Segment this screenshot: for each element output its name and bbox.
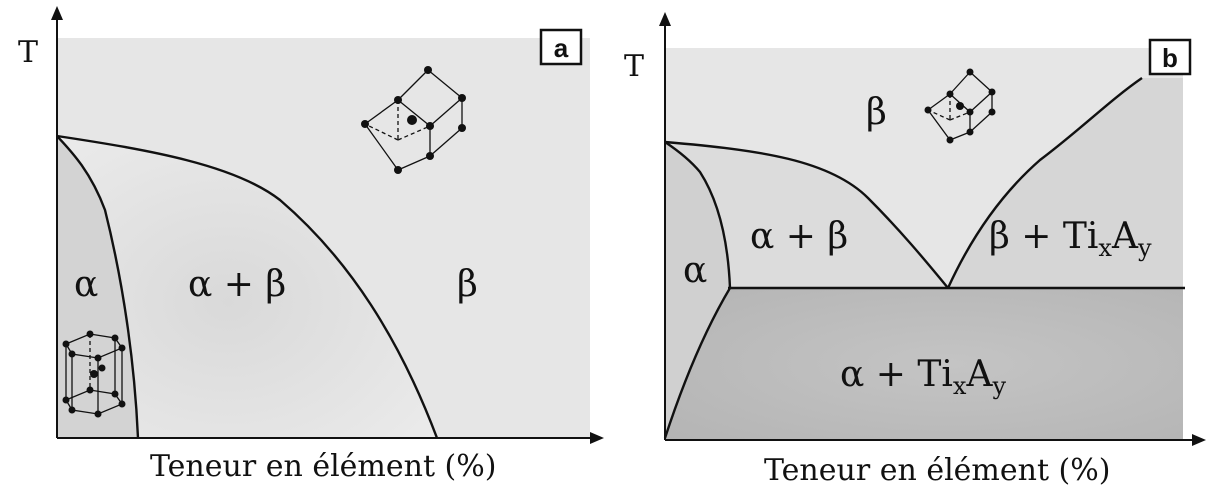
panel-b-alpha-tixay-curve — [663, 287, 732, 439]
panel-b-beta-tixay-sub1: x — [1098, 234, 1112, 262]
panel-b-region-alpha — [665, 142, 730, 438]
panel-b-beta-tixay-mid: A — [1111, 216, 1139, 257]
panel-b-beta-tixay-base: β + Ti — [989, 216, 1098, 257]
panel-b-beta-solvus-curve — [946, 77, 1143, 289]
panel-a-tag-box — [539, 28, 583, 66]
panel-b-alpha-solvus-curve — [664, 141, 732, 289]
panel-b-region-beta-tixay — [948, 78, 1183, 288]
panel-b-tag: b — [1162, 43, 1178, 73]
panel-a-x-arrow-icon — [590, 432, 604, 444]
panel-a-beta-transus-curve — [56, 134, 439, 439]
panel-a-tag: a — [554, 33, 569, 63]
panel-a-phase-beta: β — [457, 264, 478, 305]
panel-a-x-axis-label: Teneur en élément (%) — [150, 449, 496, 484]
panel-b-x-axis-label: Teneur en élément (%) — [764, 453, 1110, 486]
panel-a-y-arrow-icon — [51, 6, 63, 20]
panel-b-alpha-tixay-base: α + Ti — [840, 354, 953, 395]
panel-b-phase-alpha-beta: α + β — [750, 216, 848, 257]
panel-a-y-axis-label: T — [18, 35, 38, 70]
panel-b-y-arrow-icon — [659, 12, 671, 26]
panel-b: T Teneur en élément (%) β α + β α β + Ti… — [624, 12, 1206, 486]
panel-b-phase-alpha: α — [683, 250, 707, 291]
panel-b-tag-box — [1148, 38, 1192, 76]
bcc-crystal-icon — [361, 66, 466, 174]
panel-a-region-alpha-beta — [57, 136, 437, 438]
panel-b-region-alpha-tixay — [665, 288, 1183, 440]
panel-b-alpha-tixay-mid: A — [965, 354, 993, 395]
panel-a: T Teneur en élément (%) α α + β β a — [18, 6, 604, 484]
panel-b-y-axis-label: T — [624, 49, 644, 84]
panel-a-phase-alpha: α — [74, 264, 98, 305]
panel-b-beta-transus-curve — [664, 140, 949, 289]
hcp-crystal-icon — [62, 330, 126, 418]
panel-b-alpha-tixay-sub2: y — [991, 372, 1006, 400]
panel-b-alpha-tixay-sub1: x — [953, 372, 967, 400]
panel-b-phase-alpha-tixay: α + TixAy — [840, 354, 1006, 400]
panel-a-phase-alpha-beta: α + β — [188, 264, 286, 305]
panel-a-alpha-solvus-curve — [56, 135, 140, 439]
panel-b-region-alpha-beta — [665, 142, 948, 288]
panel-b-phase-beta: β — [866, 92, 887, 133]
bcc-crystal-icon-small — [924, 68, 996, 144]
panel-b-beta-tixay-sub2: y — [1137, 234, 1152, 262]
panel-a-region-alpha — [57, 136, 138, 438]
panel-b-phase-beta-tixay: β + TixAy — [989, 216, 1152, 262]
panel-b-x-arrow-icon — [1192, 434, 1206, 446]
